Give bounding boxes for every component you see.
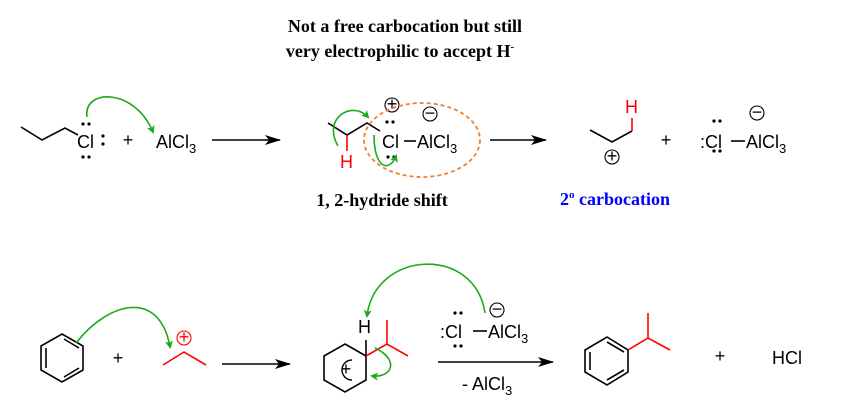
svg-text::Cl: :Cl — [700, 132, 722, 152]
svg-text:H: H — [625, 97, 638, 117]
svg-text:+: + — [341, 359, 352, 379]
benzene — [40, 333, 84, 383]
tetrachloroaluminate: :Cl AlCl3 − — [700, 102, 786, 156]
chlorine-atom: Cl — [77, 132, 94, 152]
plus-charge-icon: + — [176, 327, 192, 347]
byproduct-label: - AlCl3 — [462, 374, 512, 398]
hcl-product: HCl — [772, 348, 802, 368]
plus-sign: + — [661, 130, 672, 150]
isopropyl-cation: + — [162, 327, 207, 366]
propyl-chloride: Cl — [20, 122, 105, 159]
svg-text:AlCl3: AlCl3 — [417, 132, 457, 156]
electron-arrow-icon — [373, 134, 398, 167]
plus-charge-icon: + — [384, 94, 400, 114]
electron-arrow-icon — [86, 96, 155, 134]
plus-sign: + — [715, 346, 726, 366]
svg-text:−: − — [425, 103, 436, 123]
title-line-2: very electrophilic to accept H- — [286, 41, 515, 61]
chloronium-complex: H Cl AlCl3 + − — [327, 94, 457, 172]
svg-text:H: H — [358, 317, 371, 337]
plus-charge-icon: + — [604, 146, 620, 166]
highlight-ellipse — [363, 102, 481, 178]
tetrachloroaluminate-base: :Cl AlCl3 − — [440, 299, 528, 348]
svg-text:AlCl3: AlCl3 — [746, 132, 786, 156]
minus-charge-icon: − — [489, 299, 505, 319]
svg-text::Cl: :Cl — [440, 322, 462, 342]
sigma-complex: H + — [323, 317, 409, 393]
svg-text:AlCl3: AlCl3 — [488, 322, 528, 346]
hydride-shift-arrow-icon — [332, 109, 370, 147]
cumene-product — [584, 313, 671, 386]
minus-charge-icon: − — [749, 102, 765, 122]
minus-charge-icon: − — [422, 103, 438, 123]
hydride-h: H — [340, 152, 353, 172]
secondary-carbocation: H + — [589, 97, 638, 166]
electron-arrow-icon — [370, 347, 392, 381]
electron-arrow-icon — [75, 306, 173, 349]
svg-text:+: + — [387, 94, 398, 114]
carbocation-label: 2o carbocation — [560, 189, 670, 209]
deprotonation-arrow-icon — [363, 263, 486, 318]
plus-sign: + — [113, 348, 124, 368]
alcl3-reagent: AlCl3 — [156, 132, 196, 156]
svg-text:+: + — [607, 146, 618, 166]
hydride-shift-label: 1, 2-hydride shift — [316, 190, 448, 210]
plus-sign: + — [123, 130, 134, 150]
svg-text:+: + — [179, 327, 190, 347]
svg-text:Cl: Cl — [382, 132, 399, 152]
svg-text:−: − — [492, 299, 503, 319]
title-line-1: Not a free carbocation but still — [288, 16, 522, 36]
svg-text:−: − — [752, 102, 763, 122]
